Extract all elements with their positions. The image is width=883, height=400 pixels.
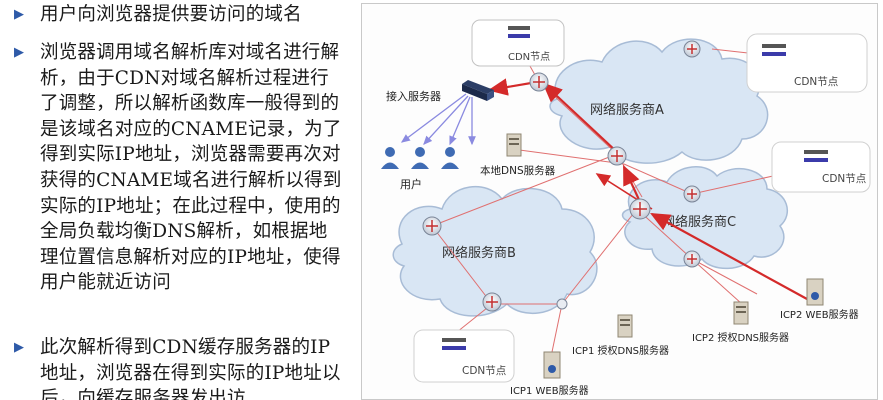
access-server-label: 接入服务器 (386, 90, 441, 103)
bullet-text: 用户向浏览器提供要访问的域名 (40, 4, 302, 25)
cdn-node-right-mid: CDN节点 (771, 141, 871, 193)
router-icon (556, 298, 568, 310)
cloud-isp-a-label: 网络服务商A (590, 102, 664, 118)
cloud-isp-c-label: 网络服务商C (662, 214, 736, 230)
icp2-web-label: ICP2 WEB服务器 (780, 308, 859, 321)
router-icon (629, 198, 651, 220)
cdn-node-label: CDN节点 (794, 76, 838, 88)
bullet-item: ▶ 浏览器调用域名解析库对域名进行解析，由于CDN对域名解析过程进行了调整，所以… (14, 40, 344, 296)
cloud-isp-b (392, 185, 598, 317)
router-icon (683, 40, 701, 58)
icp1-web-server-icon (543, 351, 561, 379)
bullet-marker-icon: ▶ (14, 45, 24, 60)
bullet-item: ▶ 此次解析得到CDN缓存服务器的IP地址，浏览器在得到实际的IP地址以后，向缓… (14, 335, 344, 400)
text-column: ▶ 用户向浏览器提供要访问的域名 ▶ 浏览器调用域名解析库对域名进行解析，由于C… (0, 0, 350, 400)
cdn-node-top: CDN节点 (471, 19, 565, 67)
request-path-arrows (487, 78, 808, 300)
router-icon (422, 216, 442, 236)
cloud-isp-b-label: 网络服务商B (442, 245, 516, 261)
cdn-node-label: CDN节点 (462, 365, 506, 377)
cdn-node-label: CDN节点 (508, 51, 550, 63)
bullet-text: 浏览器调用域名解析库对域名进行解析，由于CDN对域名解析过程进行了调整，所以解析… (40, 42, 342, 294)
icp1-auth-dns-server-icon (617, 314, 633, 338)
bullet-marker-icon: ▶ (14, 340, 24, 355)
icp1-web-label: ICP1 WEB服务器 (510, 384, 589, 397)
icp2-web-server-icon (806, 278, 824, 306)
router-icon (529, 72, 549, 92)
icp2-auth-dns-label: ICP2 授权DNS服务器 (692, 331, 789, 344)
icp1-auth-dns-label: ICP1 授权DNS服务器 (572, 344, 669, 357)
router-icon (683, 185, 701, 203)
bullet-text: 此次解析得到CDN缓存服务器的IP地址，浏览器在得到实际的IP地址以后，向缓存服… (40, 337, 341, 400)
user-links (400, 93, 476, 146)
cdn-diagram: 网络服务商A 网络服务商B 网络服务商C (361, 3, 878, 400)
cdn-node-right-top: CDN节点 (746, 33, 868, 93)
cdn-diagram-canvas: 网络服务商A 网络服务商B 网络服务商C (381, 19, 871, 397)
bullet-marker-icon: ▶ (14, 7, 24, 22)
router-icon (683, 250, 701, 268)
cloud-isp-c (621, 166, 789, 270)
user-icon (411, 147, 429, 169)
icp2-auth-dns-server-icon (733, 301, 749, 325)
cdn-node-bottom: CDN节点 (413, 329, 515, 383)
local-dns-server-icon (506, 133, 522, 157)
router-icon (482, 292, 502, 312)
user-icon (381, 147, 399, 169)
access-server-icon (462, 80, 494, 101)
local-dns-label: 本地DNS服务器 (480, 164, 556, 177)
cdn-node-label: CDN节点 (822, 173, 866, 185)
users-label: 用户 (400, 177, 422, 191)
user-icon (441, 147, 459, 169)
bullet-item: ▶ 用户向浏览器提供要访问的域名 (14, 2, 344, 28)
cloud-isp-a (549, 38, 769, 164)
router-icon (607, 146, 627, 166)
